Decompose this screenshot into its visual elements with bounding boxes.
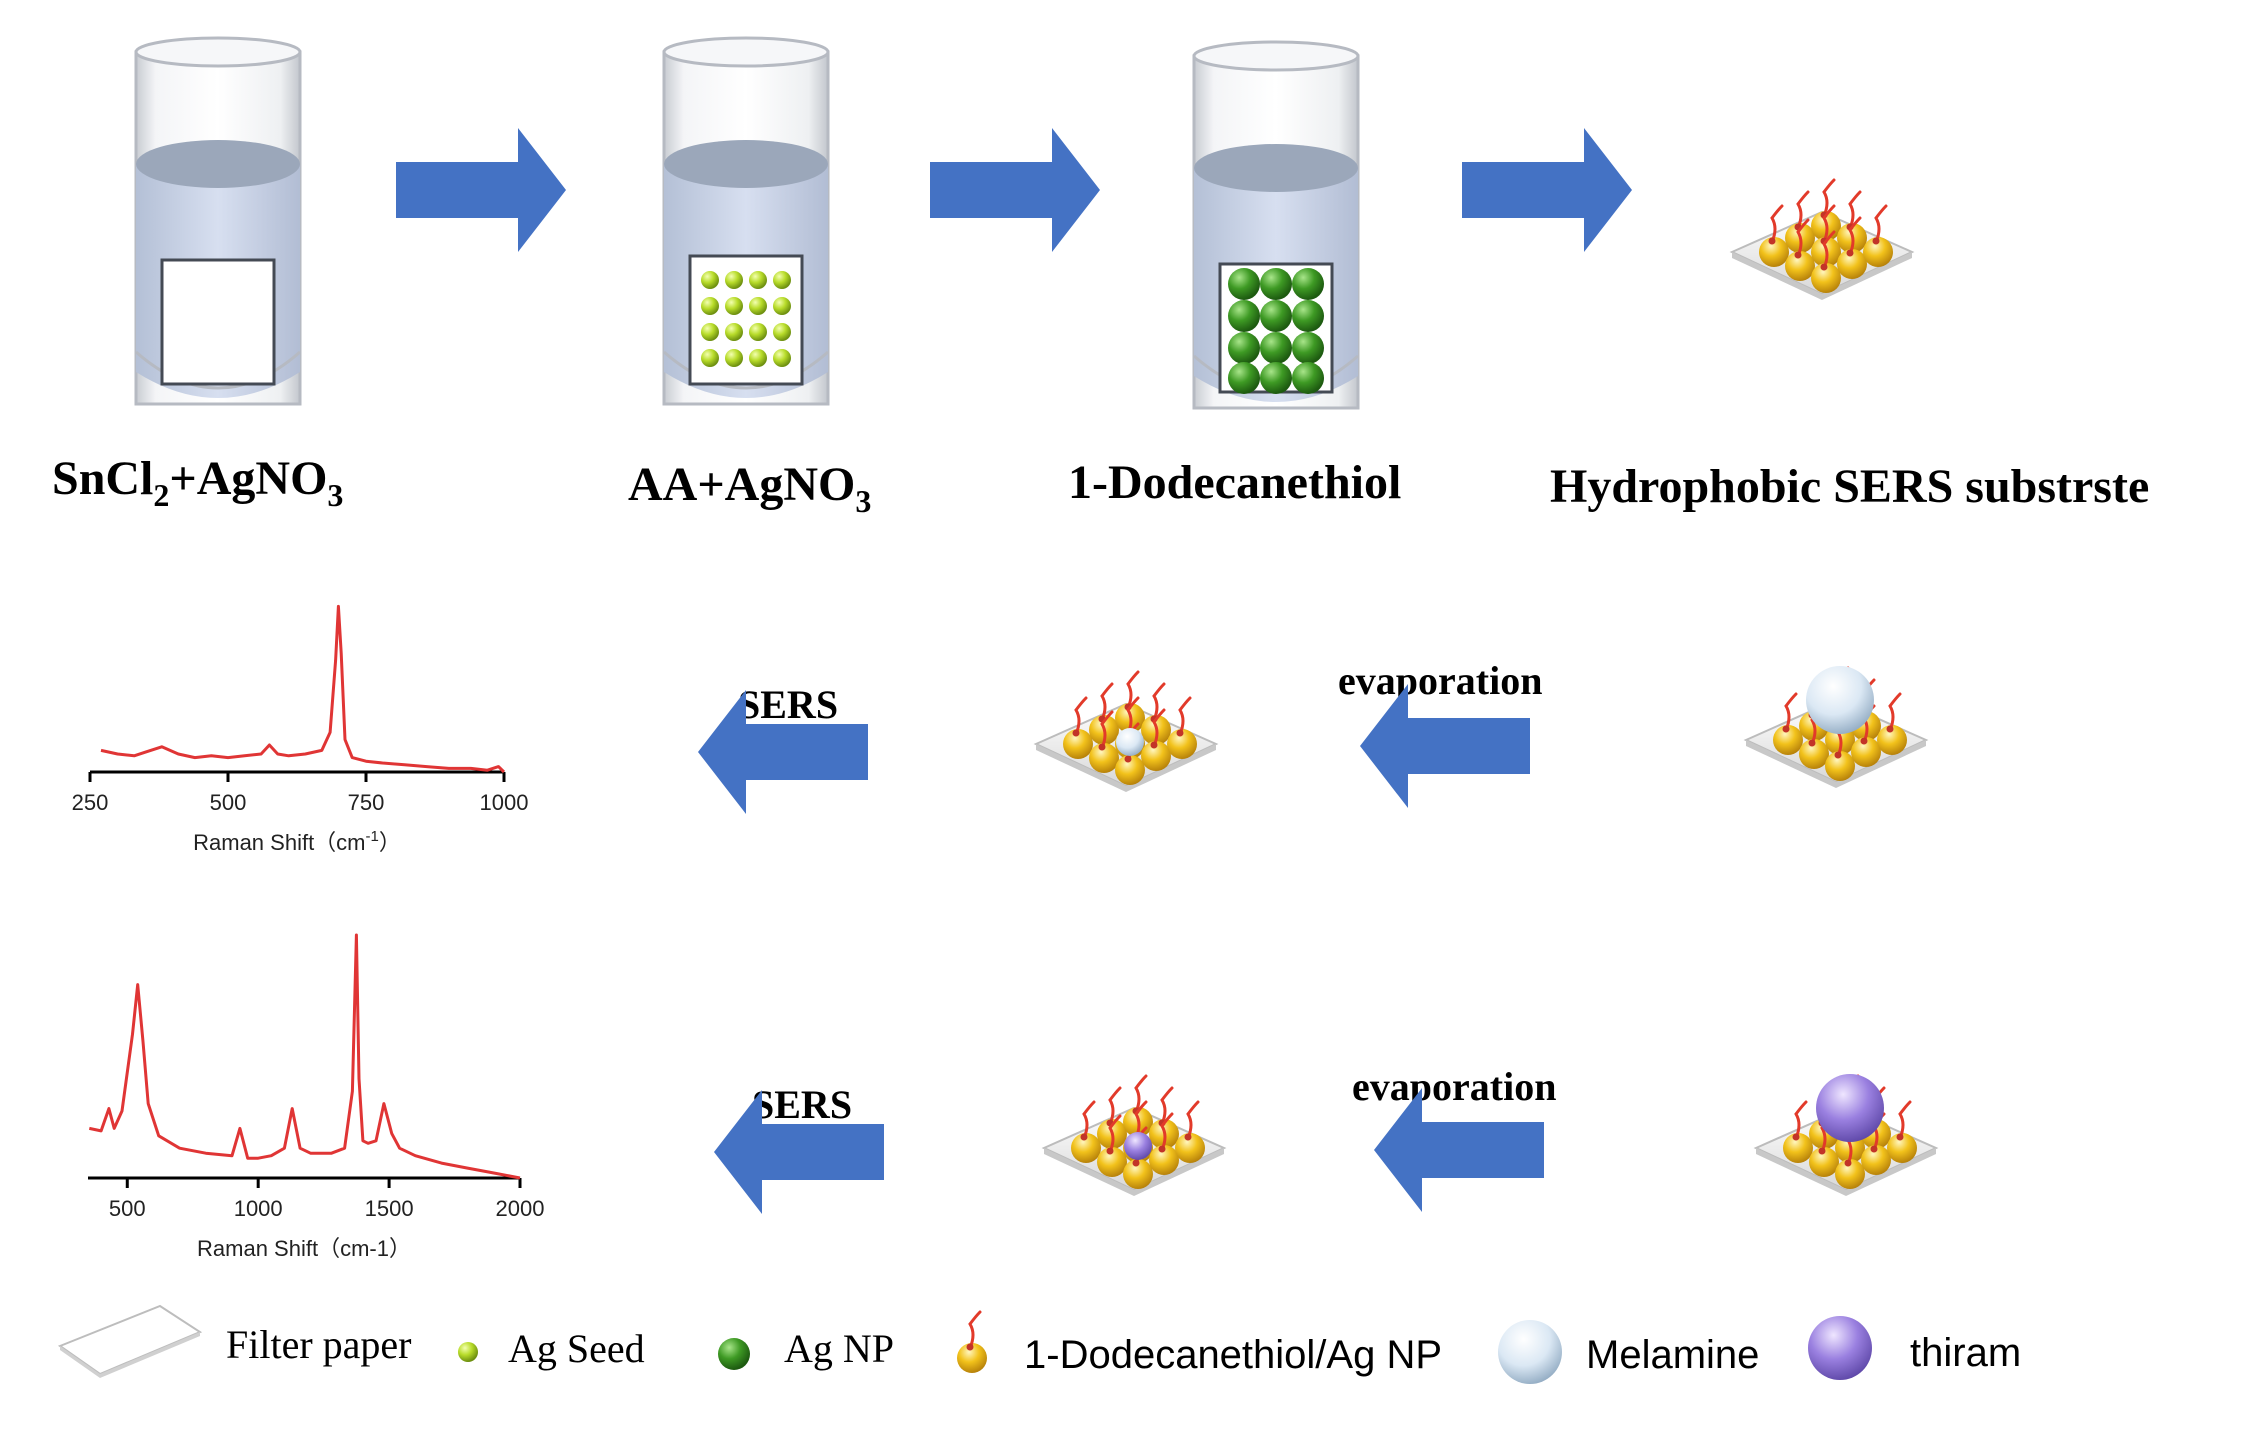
thiram-dried-substrate — [1044, 1076, 1224, 1196]
melamine-dried — [1116, 728, 1144, 756]
ag-np-grid — [1228, 268, 1324, 394]
legend-thiol-ag-swatch — [955, 1310, 989, 1375]
x-tick-label: 1000 — [480, 790, 529, 815]
arrow-right-2 — [930, 128, 1100, 252]
melamine-dried-substrate — [1036, 672, 1216, 792]
step2-label: AA+AgNO3 — [628, 458, 871, 519]
legend-ag-seed-swatch — [458, 1342, 478, 1362]
legend-thiram-swatch — [1808, 1316, 1872, 1380]
thiram-droplet — [1816, 1074, 1884, 1142]
sers-label-row2: SERS — [738, 682, 838, 727]
x-tick-label: 1500 — [365, 1196, 414, 1221]
thiram-droplet-substrate — [1756, 1074, 1936, 1196]
x-tick-label: 750 — [348, 790, 385, 815]
x-tick-label: 250 — [72, 790, 109, 815]
legend-ag-seed-label: Ag Seed — [508, 1326, 645, 1371]
legend-ag-np-label: Ag NP — [784, 1326, 894, 1371]
spectrum-line — [100, 604, 506, 774]
filter-paper-blank — [160, 258, 276, 386]
legend: Filter paper Ag Seed Ag NP 1-Dodecanethi… — [57, 1304, 2021, 1384]
arrow-right-3 — [1462, 128, 1632, 252]
step3-beaker — [1192, 40, 1360, 410]
evaporation-label-row2: evaporation — [1338, 658, 1542, 703]
step4-label: Hydrophobic SERS substrste — [1550, 460, 2149, 513]
legend-filter-paper-label: Filter paper — [226, 1322, 412, 1367]
step1-label: SnCl2+AgNO3 — [52, 452, 343, 513]
x-tick-label: 500 — [109, 1196, 146, 1221]
x-tick-label: 1000 — [234, 1196, 283, 1221]
legend-filter-paper-swatch — [57, 1304, 203, 1378]
x-axis-label: Raman Shift（cm-1） — [197, 1236, 411, 1261]
sers-label-row3: SERS — [752, 1082, 852, 1127]
x-axis-label: Raman Shift（cm-1） — [193, 828, 401, 855]
x-tick-label: 2000 — [496, 1196, 545, 1221]
legend-thiram-label: thiram — [1910, 1331, 2021, 1375]
melamine-droplet-substrate — [1746, 666, 1926, 788]
thiram-dried — [1124, 1132, 1152, 1160]
legend-melamine-label: Melamine — [1586, 1333, 1759, 1377]
legend-melamine-swatch — [1498, 1320, 1562, 1384]
spectrum-line — [88, 933, 521, 1180]
melamine-droplet — [1806, 666, 1874, 734]
step1-beaker — [134, 36, 302, 406]
x-tick-label: 500 — [210, 790, 247, 815]
evaporation-label-row3: evaporation — [1352, 1064, 1556, 1109]
step3-label: 1-Dodecanethiol — [1068, 456, 1401, 509]
arrow-right-1 — [396, 128, 566, 252]
step2-beaker — [662, 36, 830, 406]
legend-thiol-ag-label: 1-Dodecanethiol/Ag NP — [1024, 1333, 1442, 1377]
legend-ag-np-swatch — [718, 1338, 750, 1370]
hydrophobic-substrate — [1732, 180, 1912, 300]
